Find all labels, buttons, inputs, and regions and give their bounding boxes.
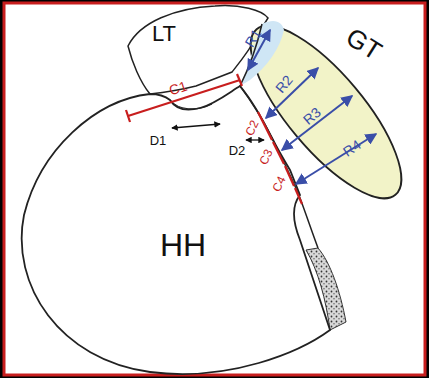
callout-number: D1 [150, 134, 167, 147]
callout-number: D2 [229, 144, 246, 157]
humeral-head [22, 86, 330, 374]
footprint-area [240, 21, 284, 86]
frame [4, 3, 425, 375]
c-measures [126, 74, 302, 204]
part-label: HH [160, 229, 206, 261]
part-label: LT [152, 23, 176, 45]
